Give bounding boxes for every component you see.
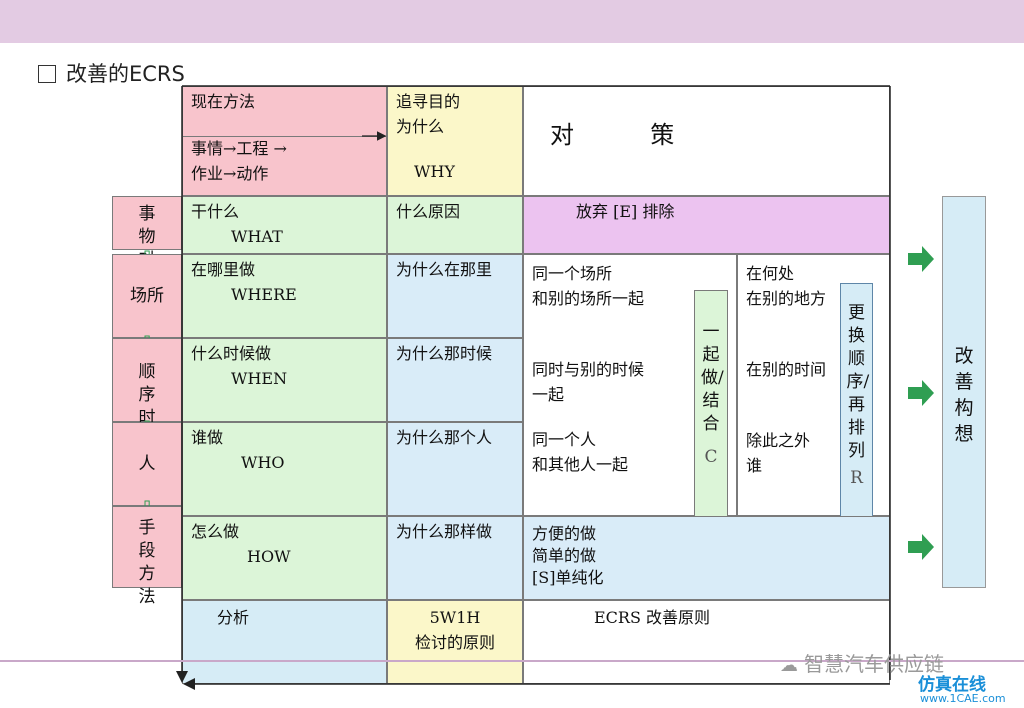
- frame-arrows: [176, 85, 891, 690]
- fivew-label: 5W1H: [429, 608, 481, 627]
- how-why: 为什么那样做: [396, 522, 493, 541]
- when-cell: 什么时候做 WHEN: [182, 338, 387, 422]
- combine-when-1: 同时与别的时候: [532, 360, 645, 379]
- combine-who-1: 同一个人: [532, 430, 597, 449]
- wechat-watermark-text: 智慧汽车供应链: [804, 652, 944, 676]
- when-why-cell: 为什么那时候: [387, 338, 523, 422]
- combine-where-2: 和别的场所一起: [532, 289, 645, 308]
- simplify-3: [S]单纯化: [532, 568, 604, 587]
- rearrange-who-1: 除此之外: [746, 431, 811, 450]
- what-why-cell: 什么原因: [387, 196, 523, 254]
- improve-ideas-box: 改善构想: [942, 196, 986, 588]
- current-method-cell: 现在方法 事情→工程 → 作业→动作: [182, 86, 387, 196]
- who-en: WHO: [241, 453, 285, 472]
- rearrange-letter: R: [850, 468, 863, 488]
- analysis-label: 分析: [217, 608, 250, 627]
- header-divider: [182, 136, 387, 137]
- measures-title: 对 策: [550, 121, 675, 149]
- who-why: 为什么那个人: [396, 428, 493, 447]
- measures-cell: 对 策: [523, 86, 890, 196]
- purpose-label-1: 追寻目的: [396, 92, 461, 111]
- current-method-label: 现在方法: [191, 92, 256, 111]
- label-place: 场所: [112, 254, 182, 338]
- where-why: 为什么在那里: [396, 260, 493, 279]
- combine-label: 一起做/结合: [701, 322, 724, 434]
- who-why-cell: 为什么那个人: [387, 422, 523, 516]
- site-watermark-cn: 仿真在线: [918, 675, 986, 695]
- right-arrow-icon: [908, 380, 934, 406]
- what-why: 什么原因: [396, 202, 461, 221]
- simplify-2: 简单的做: [532, 546, 597, 565]
- rearrange-where-2: 在别的地方: [746, 289, 827, 308]
- who-question: 谁做: [191, 428, 224, 447]
- what-en: WHAT: [231, 227, 283, 246]
- when-question: 什么时候做: [191, 344, 272, 363]
- rearrange-who-2: 谁: [746, 456, 763, 475]
- rearrange-vertical-box: 更换顺序/再排列 R: [840, 283, 873, 519]
- why-label: WHY: [414, 162, 455, 181]
- simplify-1: 方便的做: [532, 524, 597, 543]
- where-why-cell: 为什么在那里: [387, 254, 523, 338]
- what-cell: 干什么 WHAT: [182, 196, 387, 254]
- bottom-divider: [0, 660, 1024, 662]
- slide-title: 改善的ECRS: [38, 58, 185, 88]
- wechat-watermark: ☁ 智慧汽车供应链: [780, 648, 944, 677]
- rearrange-label: 更换顺序/再排列: [846, 303, 870, 461]
- site-watermark-url: www.1CAE.com: [920, 692, 1006, 705]
- eliminate-cell: 放弃 [E] 排除: [523, 196, 890, 254]
- how-why-cell: 为什么那样做: [387, 516, 523, 600]
- ecrs-label: ECRS 改善原则: [594, 608, 711, 627]
- right-arrow-icon: [908, 246, 934, 272]
- principles-cell: 5W1H 检讨的原则: [387, 600, 523, 684]
- checkbox-icon: [38, 65, 56, 83]
- label-person: 人: [112, 422, 182, 506]
- analysis-cell: 分析: [182, 600, 387, 684]
- eliminate-action: 放弃 [E] 排除: [576, 202, 675, 221]
- slide-title-text: 改善的ECRS: [66, 62, 185, 86]
- what-question: 干什么: [191, 202, 240, 221]
- rearrange-where-1: 在何处: [746, 264, 795, 283]
- combine-when-2: 一起: [532, 385, 565, 404]
- how-question: 怎么做: [191, 522, 240, 541]
- right-arrow-icon: [908, 534, 934, 560]
- principles-label: 检讨的原则: [414, 633, 495, 652]
- current-method-detail-1: 事情→工程 →: [191, 139, 287, 158]
- purpose-cell: 追寻目的 为什么 WHY: [387, 86, 523, 196]
- combine-letter: C: [704, 447, 718, 467]
- combine-where-1: 同一个场所: [532, 264, 613, 283]
- label-means: 手段方法: [112, 506, 182, 607]
- ecrs-cell: ECRS 改善原则: [523, 600, 890, 684]
- who-cell: 谁做 WHO: [182, 422, 387, 516]
- where-question: 在哪里做: [191, 260, 256, 279]
- where-cell: 在哪里做 WHERE: [182, 254, 387, 338]
- simplify-cell: 方便的做 简单的做 [S]单纯化: [523, 516, 890, 600]
- rearrange-when-1: 在别的时间: [746, 360, 827, 379]
- purpose-label-2: 为什么: [396, 117, 445, 136]
- wechat-icon: ☁: [780, 655, 798, 676]
- current-method-detail-2: 作业→动作: [191, 164, 269, 183]
- when-en: WHEN: [231, 369, 288, 388]
- when-why: 为什么那时候: [396, 344, 493, 363]
- where-en: WHERE: [231, 285, 297, 304]
- top-banner: [0, 0, 1024, 43]
- how-en: HOW: [247, 547, 291, 566]
- improve-label: 改善构想: [954, 345, 974, 445]
- combine-who-2: 和其他人一起: [532, 455, 629, 474]
- combine-vertical-box: 一起做/结合 C: [694, 290, 728, 518]
